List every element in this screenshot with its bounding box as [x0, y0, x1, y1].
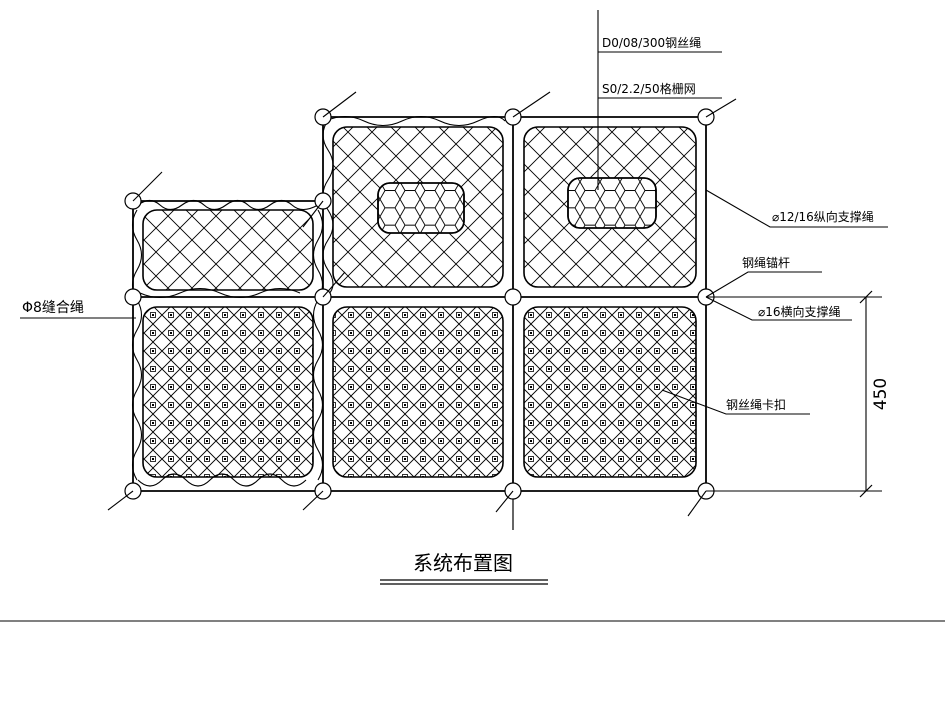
net-panels — [142, 126, 697, 478]
sewing-rope — [131, 115, 506, 487]
label-transverse-rope: ⌀16横向支撑绳 — [758, 304, 841, 319]
panel-bottom-middle — [332, 306, 504, 478]
drawing-title: 系统布置图 — [413, 551, 513, 575]
label-clip: 钢丝绳卡扣 — [726, 398, 786, 412]
label-dimension: 450 — [871, 378, 891, 410]
label-longitudinal-rope: ⌀12/16纵向支撑绳 — [772, 209, 874, 224]
panel-bottom-right — [523, 306, 697, 478]
dimension-ticks — [859, 290, 873, 498]
panel-bottom-left — [142, 306, 314, 478]
leader-lines — [20, 10, 888, 492]
label-sewing-rope: Φ8缝合绳 — [22, 300, 84, 316]
label-anchor: 钢绳锚杆 — [742, 255, 790, 270]
label-grid-net: S0/2.2/50格栅网 — [602, 81, 696, 96]
anchor-ticks — [107, 91, 737, 517]
grid-net-insets — [377, 177, 657, 234]
label-wire-rope-net: D0/08/300钢丝绳 — [602, 36, 701, 50]
panel-top-left — [142, 209, 314, 291]
